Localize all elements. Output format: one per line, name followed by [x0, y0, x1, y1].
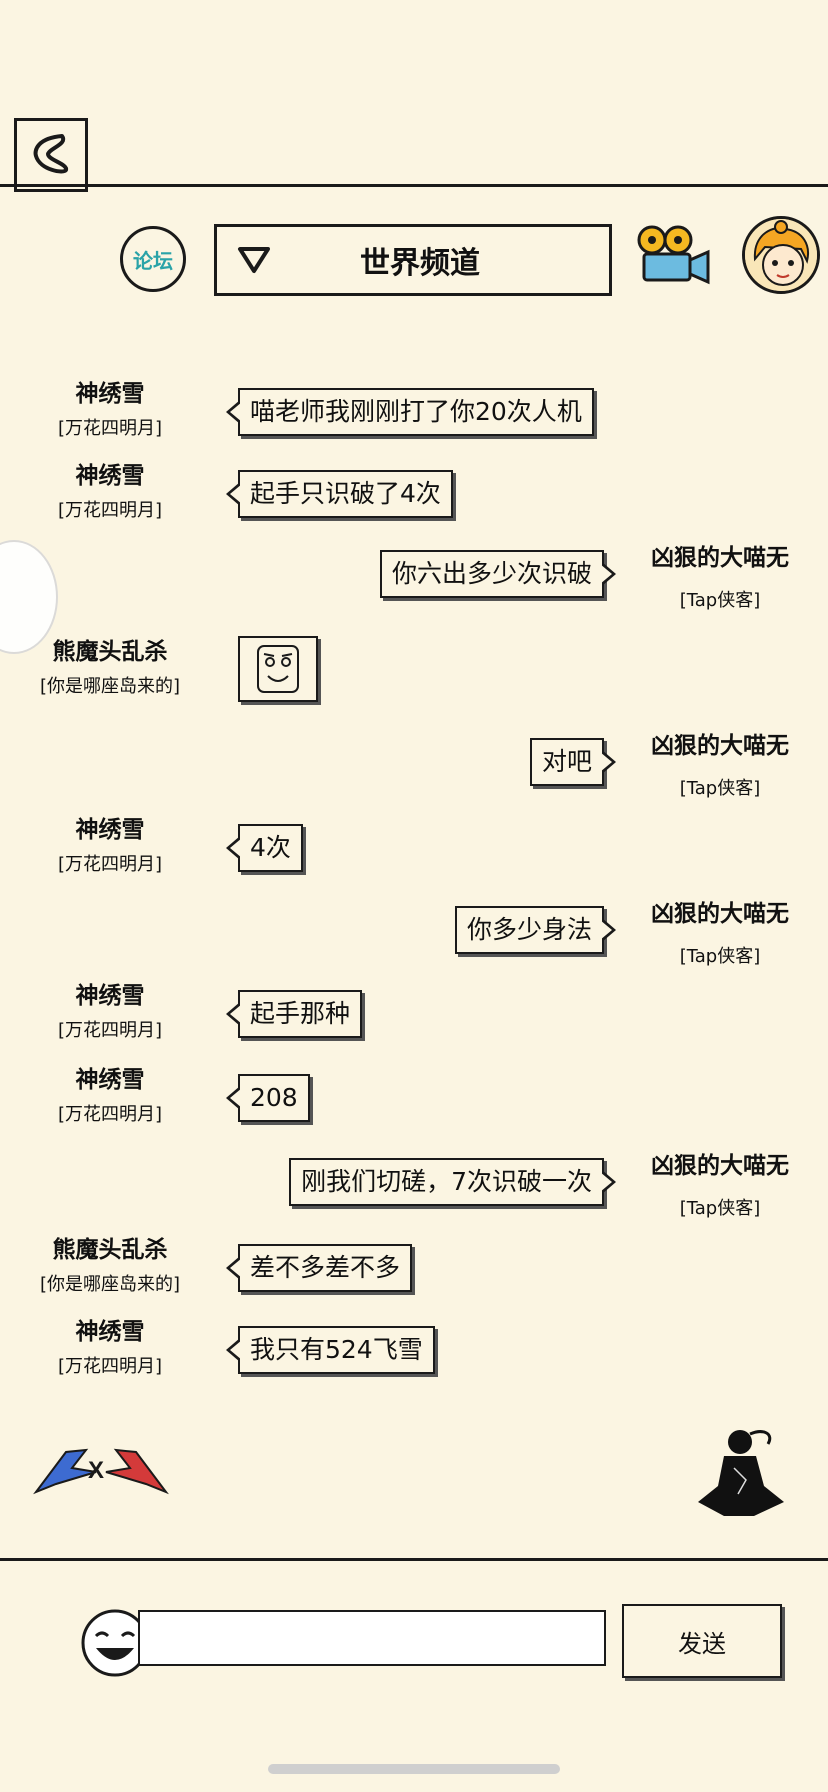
sender-tag: [万花四明月]	[57, 500, 163, 521]
video-camera-icon[interactable]	[634, 224, 714, 286]
message-bubble[interactable]: 对吧	[529, 738, 617, 786]
back-arrow-icon	[33, 134, 68, 174]
sender-name[interactable]: 熊魔头乱杀	[52, 1237, 168, 1263]
sender-name[interactable]: 神绣雪	[75, 381, 145, 407]
sender-tag: [Tap侠客]	[679, 1198, 761, 1219]
svg-text:X: X	[88, 1457, 104, 1484]
sender-tag: [Tap侠客]	[679, 590, 761, 611]
sender-tag: [你是哪座岛来的]	[39, 676, 181, 697]
channel-selector[interactable]: 世界频道	[214, 224, 612, 296]
message-bubble[interactable]: 你六出多少次识破	[379, 550, 617, 598]
sender-tag: [万花四明月]	[57, 418, 163, 439]
emoji-icon[interactable]	[80, 1608, 150, 1678]
sender-tag: [万花四明月]	[57, 1020, 163, 1041]
message-bubble[interactable]: 差不多差不多	[225, 1244, 413, 1292]
home-indicator	[268, 1764, 560, 1774]
message-bubble[interactable]: 我只有524飞雪	[226, 1326, 435, 1374]
sender-name[interactable]: 凶狠的大喵无	[651, 1153, 789, 1179]
sticker-face-icon[interactable]	[238, 636, 318, 702]
forum-label: 论坛	[133, 248, 173, 273]
my-avatar[interactable]	[742, 216, 820, 294]
message-bubble[interactable]: 208	[226, 1074, 310, 1122]
message-input[interactable]	[138, 1610, 606, 1666]
sender-tag: [你是哪座岛来的]	[39, 1274, 181, 1295]
back-button[interactable]	[14, 118, 88, 192]
forum-button[interactable]: 论坛	[120, 226, 186, 292]
dropdown-triangle-icon	[217, 227, 271, 293]
sender-name[interactable]: 神绣雪	[75, 1067, 145, 1093]
meditation-silhouette-icon[interactable]	[694, 1424, 788, 1528]
vs-logo-icon[interactable]: X	[26, 1432, 176, 1506]
sender-name[interactable]: 熊魔头乱杀	[52, 639, 168, 665]
message-bubble[interactable]: 刚我们切磋，7次识破一次	[289, 1158, 616, 1206]
sender-tag: [Tap侠客]	[679, 778, 761, 799]
sender-name[interactable]: 凶狠的大喵无	[651, 733, 789, 759]
message-bubble[interactable]: 起手只识破了4次	[226, 470, 453, 518]
sender-name[interactable]: 神绣雪	[75, 817, 145, 843]
sender-name[interactable]: 凶狠的大喵无	[651, 545, 789, 571]
sender-tag: [万花四明月]	[57, 1104, 163, 1125]
sender-tag: [万花四明月]	[57, 1356, 163, 1377]
channel-title: 世界频道	[360, 246, 480, 281]
sender-tag: [万花四明月]	[57, 854, 163, 875]
composer-divider	[0, 1558, 828, 1561]
sender-name[interactable]: 神绣雪	[75, 463, 145, 489]
sender-tag: [Tap侠客]	[679, 946, 761, 967]
message-bubble[interactable]: 4次	[226, 824, 303, 872]
message-bubble[interactable]: 你多少身法	[454, 906, 617, 954]
sender-name[interactable]: 凶狠的大喵无	[651, 901, 789, 927]
message-bubble[interactable]: 喵老师我刚刚打了你20次人机	[226, 388, 594, 436]
sender-name[interactable]: 神绣雪	[75, 1319, 145, 1345]
sender-name[interactable]: 神绣雪	[75, 983, 145, 1009]
message-bubble[interactable]: 起手那种	[225, 990, 363, 1038]
header-divider	[0, 184, 828, 187]
send-button[interactable]: 发送	[622, 1604, 782, 1678]
